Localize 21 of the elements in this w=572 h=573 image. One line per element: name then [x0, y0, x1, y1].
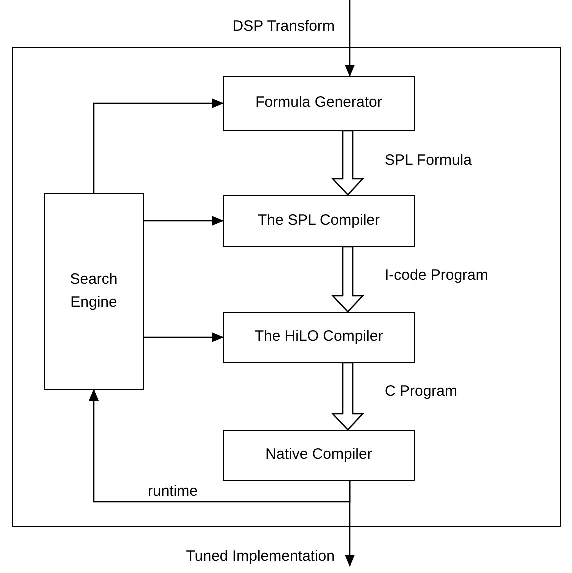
- frame-box: [12, 47, 561, 527]
- arrow: [89, 389, 351, 503]
- node-label: Native Compiler: [266, 445, 372, 466]
- process-box: [223, 195, 415, 247]
- block-arrow: [332, 130, 364, 196]
- engine-box: [44, 193, 144, 390]
- process-box: [223, 76, 415, 131]
- node-label: The HiLO Compiler: [254, 327, 384, 348]
- node-label: The SPL Compiler: [258, 210, 380, 231]
- block-arrow: [332, 362, 364, 431]
- arrow: [93, 98, 224, 193]
- arrow: [144, 216, 224, 226]
- block-arrow: [332, 246, 364, 313]
- edge-label: C Program: [385, 383, 458, 401]
- process-box: [223, 312, 415, 363]
- edge-label: I-code Program: [385, 267, 488, 285]
- node-label: Formula Generator: [256, 93, 382, 114]
- node-label: Search Engine: [69, 270, 119, 312]
- arrow: [345, 0, 355, 77]
- process-box: [223, 430, 415, 481]
- arrow: [144, 332, 224, 342]
